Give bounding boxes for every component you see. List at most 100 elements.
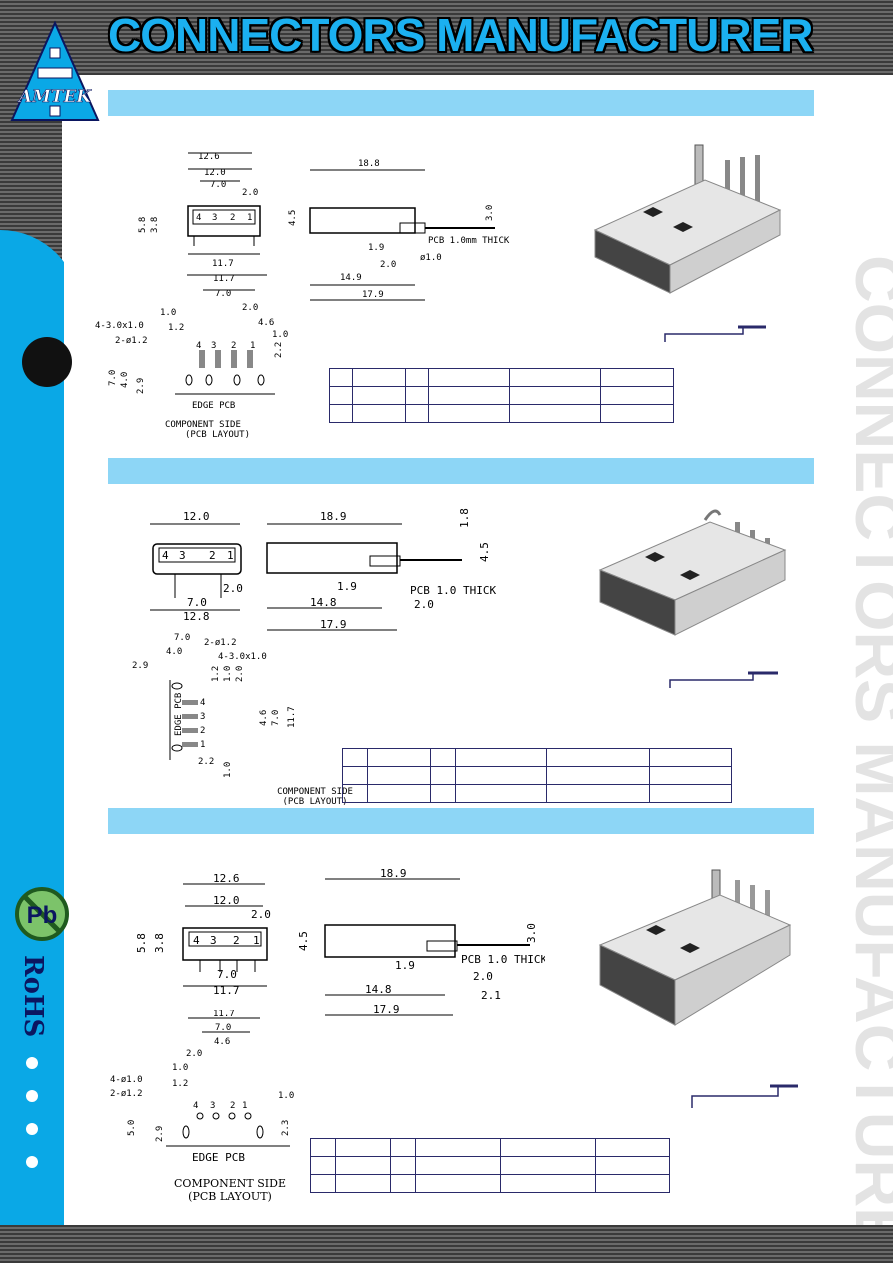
pin-label: 1 [247, 213, 252, 223]
dim-label: 3.8 [150, 217, 160, 233]
front-view-drawing: 12.0 4 3 2 1 2.0 7.0 12.8 [150, 510, 243, 620]
dim-label: 1.9 [368, 243, 384, 253]
table-row [342, 748, 732, 767]
dim-label: 2.0 [380, 260, 396, 270]
footer-band [0, 1225, 893, 1263]
rohs-label: RoHS [18, 955, 48, 1038]
dim-label: 1.0 [223, 666, 233, 682]
watermark-text: CONNECTORS MANUFACTURE [842, 255, 893, 1225]
pcb-layout-drawing: 11.7 7.0 4.6 2.0 1.0 1.0 1.2 4-ø1.0 2-ø1… [110, 1010, 294, 1164]
dim-label: 12.8 [183, 610, 210, 620]
layout-label: (PCB LAYOUT) [188, 1190, 272, 1203]
table-row [342, 784, 732, 803]
dim-label: 7.0 [210, 180, 226, 190]
pin-label: 3 [179, 549, 186, 562]
dim-label: 1.0 [223, 762, 233, 778]
dim-label: 12.6 [198, 152, 220, 162]
side-note: PCB 1.0 THICK [410, 584, 496, 597]
section-bar-1 [108, 90, 814, 116]
ref-line [664, 325, 766, 342]
section-bar-3 [108, 808, 814, 834]
section-bar-2 [108, 458, 814, 484]
dim-label: 1.0 [272, 330, 288, 340]
layout-label: (PCB LAYOUT) [282, 797, 348, 807]
dim-label: 2.9 [132, 661, 148, 671]
pin-label: 2 [209, 549, 216, 562]
dim-label: 1.9 [337, 580, 357, 593]
dim-label: 17.9 [362, 290, 384, 300]
layout-label: (PCB LAYOUT) [185, 430, 250, 440]
side-view-drawing: 18.8 4.5 3.0 PCB 1.0mm THICK ø1.0 1.9 2.… [288, 159, 510, 301]
pin-label: 2 [233, 934, 240, 947]
dim-label: 14.9 [340, 273, 362, 283]
pin-label: 4 [162, 549, 169, 562]
dim-label: 12.0 [204, 168, 226, 178]
hole-spec: 4-ø1.0 [110, 1075, 143, 1085]
dim-label: 18.9 [320, 510, 347, 523]
dim-label: 2.1 [481, 989, 501, 1002]
dim-label: 1.0 [160, 308, 176, 318]
dim-label: 2.0 [473, 970, 493, 983]
dim-label: 4.6 [214, 1037, 230, 1047]
pin-label: 2 [230, 213, 235, 223]
dim-label: 4.6 [258, 318, 274, 328]
dim-label: 2.2 [198, 757, 214, 767]
side-dot-white [26, 1090, 38, 1102]
layout-label: COMPONENT SIDE [277, 787, 353, 797]
dim-label: 7.0 [271, 710, 281, 726]
ref-line [669, 671, 778, 688]
pin-label: 1 [242, 1101, 247, 1111]
pin-label: 3 [210, 934, 217, 947]
dim-label: 2.3 [281, 1120, 291, 1136]
pin-label: 2 [231, 341, 236, 351]
hole-spec: 2-ø1.2 [110, 1089, 143, 1099]
pin-label: 2 [230, 1101, 235, 1111]
pin-label: 4 [196, 341, 201, 351]
dim-label: 18.9 [380, 867, 407, 880]
spec-table [310, 1138, 670, 1193]
dim-label: 5.0 [127, 1120, 137, 1136]
side-dot-white [26, 1156, 38, 1168]
dim-label: 2.9 [136, 378, 146, 394]
pin-label: 2 [200, 726, 205, 736]
dim-label: 3.0 [525, 923, 538, 943]
dim-label: 7.0 [187, 596, 207, 609]
dim-label: 14.8 [310, 596, 337, 609]
dim-label: 1.2 [172, 1079, 188, 1089]
content-panel [64, 75, 893, 1225]
pb-label: Pb [27, 902, 58, 929]
side-note: PCB 1.0mm THICK [428, 236, 510, 246]
pin-label: 3 [212, 213, 217, 223]
hole-spec: 2-ø1.2 [115, 336, 148, 346]
pin-label: 1 [250, 341, 255, 351]
dim-label: 1.0 [278, 1091, 294, 1101]
side-note: PCB 1.0 THICK [461, 953, 545, 966]
hole-spec: 2-ø1.2 [204, 638, 237, 648]
dim-label: 2.2 [274, 342, 284, 358]
dim-label: 7.0 [217, 968, 237, 981]
spec-table [329, 368, 674, 423]
dim-label: 14.8 [365, 983, 392, 996]
side-dot-white [26, 1123, 38, 1135]
pin-label: 4 [193, 1101, 198, 1111]
dim-label: 4.0 [166, 647, 182, 657]
side-view-drawing: 18.9 1.8 4.5 PCB 1.0 THICK 1.9 14.8 2.0 … [266, 508, 496, 631]
dim-label: 1.0 [172, 1063, 188, 1073]
edge-label: EDGE PCB [192, 401, 235, 411]
dim-label: 11.7 [213, 274, 235, 284]
pcb-layout-drawing: 11.7 7.0 2.0 4.6 1.0 1.0 1.2 4-3.0x1.0 2… [95, 274, 288, 440]
dim-label: 2.0 [223, 582, 243, 595]
table-row [342, 766, 732, 785]
dim-label: 5.8 [135, 933, 148, 953]
front-view-drawing: 12.6 12.0 2.0 4 3 2 1 5.8 3.8 7.0 11.7 [135, 872, 271, 997]
dim-label: 12.0 [213, 894, 240, 907]
dim-label: 2.0 [242, 188, 258, 198]
dim-label: 1.9 [395, 959, 415, 972]
spec-table [342, 748, 732, 803]
dim-label: 5.8 [138, 217, 148, 233]
side-dot-white [26, 1057, 38, 1069]
table-row [310, 1174, 670, 1193]
watermark: CONNECTORS MANUFACTURE [842, 255, 893, 1225]
connector-photo [598, 509, 787, 636]
hole-spec: 4-3.0x1.0 [218, 652, 267, 662]
